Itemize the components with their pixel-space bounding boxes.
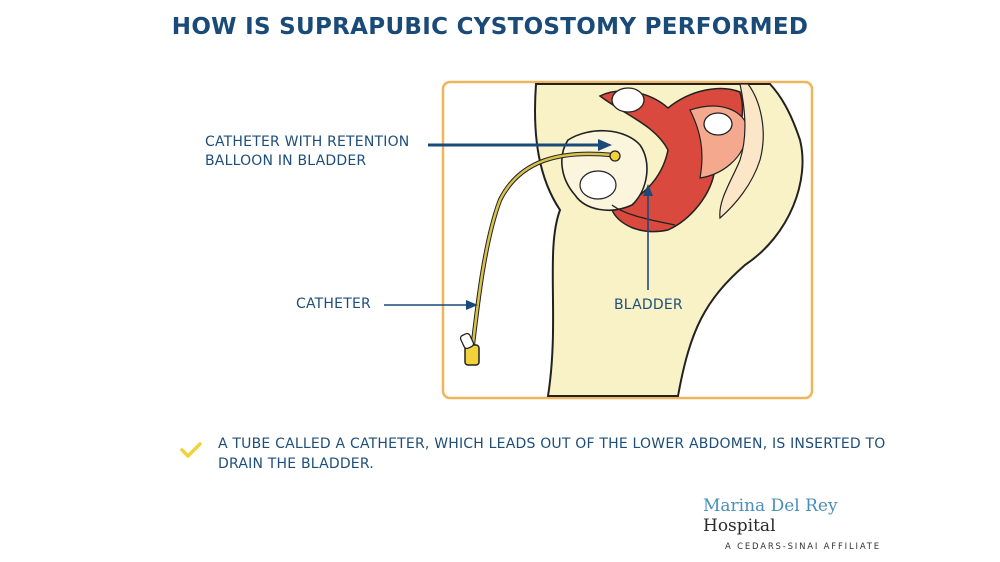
page-title: HOW IS SUPRAPUBIC CYSTOSTOMY PERFORMED (171, 14, 809, 40)
ovary-right (703, 112, 733, 136)
label-bladder: BLADDER (614, 297, 683, 313)
leader-bladder-arrow (643, 184, 653, 196)
retention-balloon (609, 150, 621, 162)
catheter-end-cap (459, 332, 475, 350)
urethra (611, 204, 676, 226)
spine-shape (719, 83, 764, 220)
label-catheter: CATHETER (296, 296, 371, 312)
logo-tagline: A CEDARS-SINAI AFFILIATE (725, 542, 881, 552)
ovary-left (611, 87, 645, 113)
label-catheter-with-retention-balloon: CATHETER WITH RETENTION BALLOON IN BLADD… (205, 134, 410, 169)
leader-balloon-arrow (598, 139, 612, 151)
bladder-inner (579, 170, 617, 200)
check-icon (180, 442, 202, 458)
footnote-text: A TUBE CALLED A CATHETER, WHICH LEADS OU… (218, 436, 886, 472)
logo-name-light: Marina Del Rey (703, 496, 838, 516)
logo-name-dark: Hospital (703, 516, 776, 536)
logo-name: Marina Del Rey Hospital (703, 496, 903, 536)
hospital-logo: Marina Del Rey Hospital A CEDARS-SINAI A… (703, 496, 903, 552)
leader-catheter-arrow (466, 300, 478, 310)
